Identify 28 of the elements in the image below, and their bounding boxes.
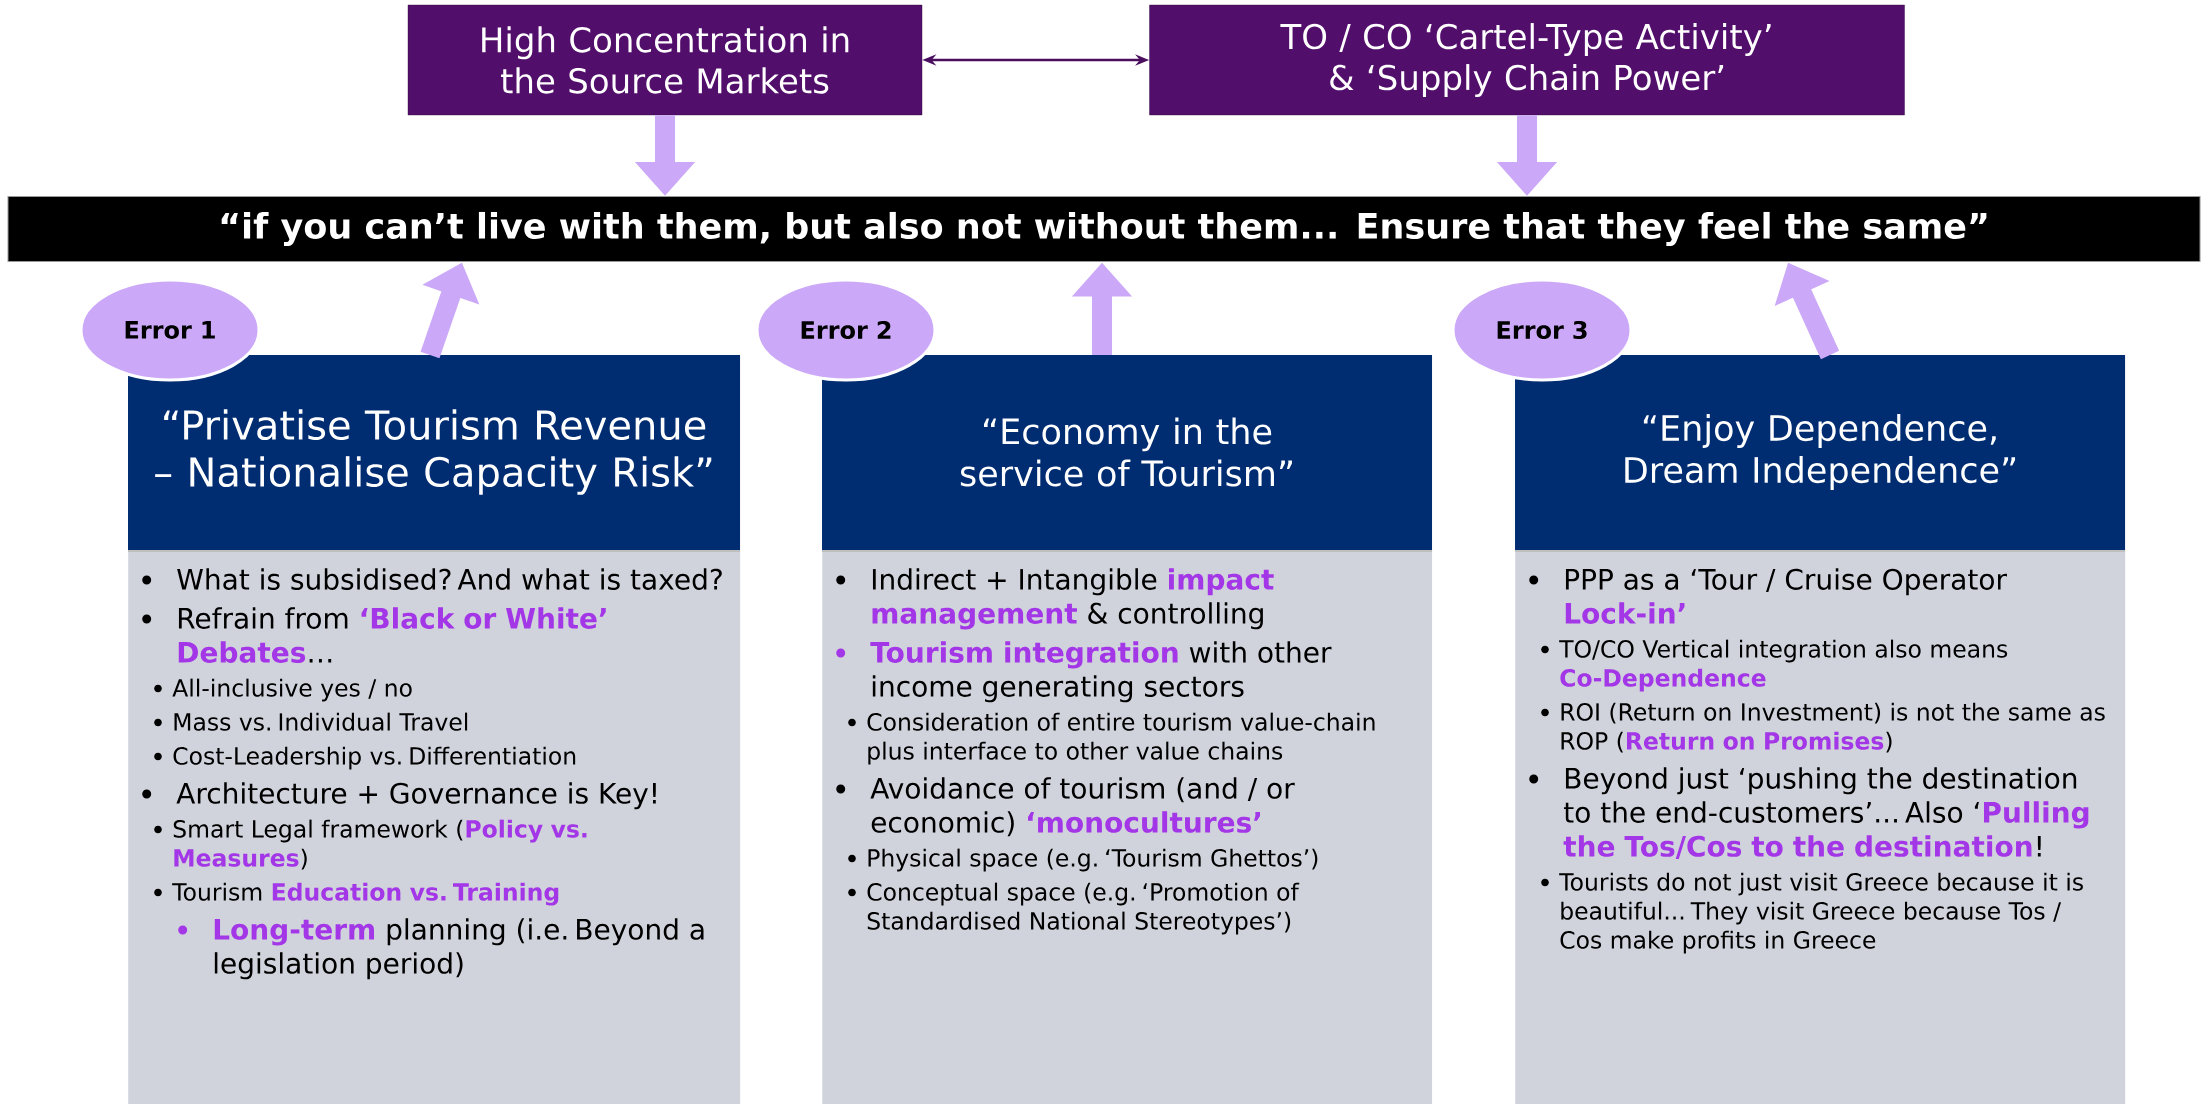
source-box: High Concentration in the Source Markets bbox=[407, 4, 923, 116]
bullet-item: Tourists do not just visit Greece because it is beautiful... They visit Greece because Tos / Cos make profits in Greece bbox=[1541, 872, 2083, 954]
panel-heading: “Economy in the service of Tourism” bbox=[960, 417, 1292, 487]
quote-banner: “if you can’t live with them, but also not without them... Ensure that they feel the same” bbox=[7, 196, 2201, 262]
bullet-item: Cost-Leadership vs. Differentiation bbox=[154, 746, 576, 770]
bullet-item: Beyond just ‘pushing the destination to the end-customers’... Also ‘Pulling the Tos/Cos to the destination! bbox=[1529, 767, 2089, 860]
panel bbox=[1514, 355, 2127, 1104]
bullet-item: Mass vs. Individual Travel bbox=[154, 712, 468, 731]
bullet-item: Avoidance of tourism (and / or economic) ‘monocultures’ bbox=[836, 777, 1295, 837]
bullet-item: Conceptual space (e.g. ‘Promotion of Standardised National Stereotypes’) bbox=[848, 882, 1300, 935]
bullet-item: Refrain from ‘Black or White’ Debates… bbox=[142, 607, 606, 663]
bullet-item: Architecture + Governance is Key! bbox=[142, 782, 656, 810]
bullet-item: Consideration of entire tourism value-chain plus interface to other value chains bbox=[848, 712, 1375, 765]
bullet-item: Smart Legal framework (Policy vs. Measures) bbox=[154, 819, 587, 870]
source-box: TO / CO ‘Cartel-Type Activity’ & ‘Supply Chain Power’ bbox=[1149, 4, 1905, 116]
bullet-item: Tourism Education vs. Training bbox=[154, 882, 559, 906]
bullet-item: PPP as a ‘Tour / Cruise Operator Lock-in’ bbox=[1529, 568, 2007, 624]
panel bbox=[127, 355, 741, 1104]
bullet-item: TO/CO Vertical integration also means Co-Dependence bbox=[1541, 639, 2008, 692]
bullet-item: Physical space (e.g. ‘Tourism Ghettos’) bbox=[848, 848, 1318, 872]
bullet-item: ROI (Return on Investment) is not the same as ROP (Return on Promises) bbox=[1541, 702, 2105, 753]
bullet-item: Tourism integration with other income generating sectors bbox=[836, 641, 1332, 703]
panel-heading: “Enjoy Dependence, Dream Independence” bbox=[1625, 414, 2016, 490]
panel bbox=[821, 355, 1433, 1104]
bullet-item: Long-term planning (i.e. Beyond a legislation period) bbox=[178, 918, 704, 980]
bullet-item: What is subsidised? And what is taxed? bbox=[142, 568, 722, 590]
bullet-item: All-inclusive yes / no bbox=[154, 678, 412, 702]
panel-heading: “Privatise Tourism Revenue – Nationalise Capacity Risk” bbox=[155, 409, 712, 495]
